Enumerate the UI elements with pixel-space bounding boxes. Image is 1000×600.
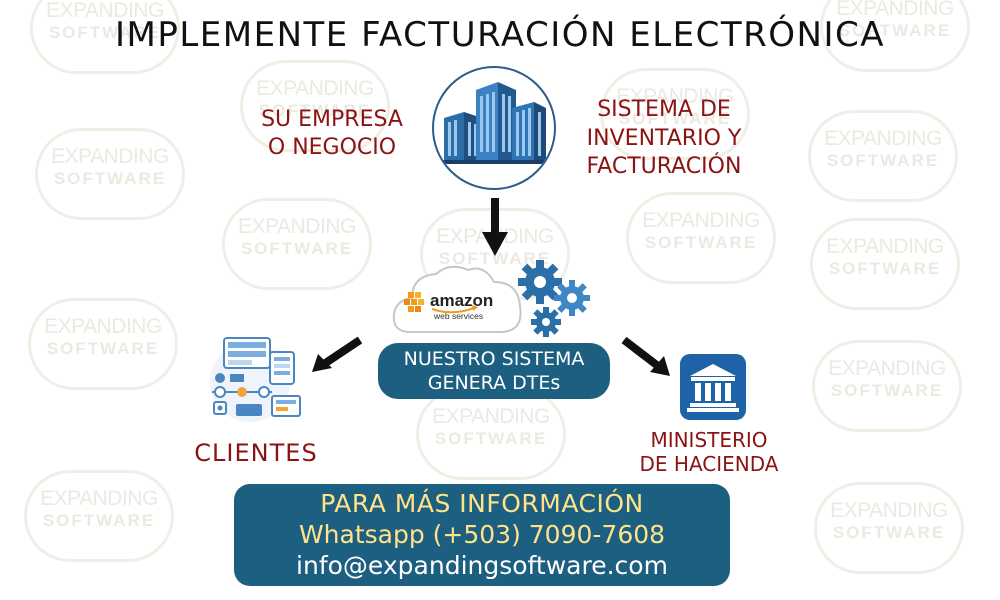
clients-label: CLIENTES <box>194 439 318 467</box>
gears-icon <box>518 260 590 337</box>
cloud-icon: amazon web services <box>392 265 522 333</box>
ministry-label: MINISTERIO DE HACIENDA <box>639 428 779 476</box>
info-heading: PARA MÁS INFORMACIÓN <box>320 489 644 518</box>
arrow-to-ministry-icon <box>621 336 670 376</box>
aws-brand-text: amazon <box>430 291 493 310</box>
arrow-to-clients-icon <box>312 336 363 372</box>
whatsapp-contact[interactable]: Whatsapp (+503) 7090-7608 <box>298 520 666 549</box>
system-label: SISTEMA DE INVENTARIO Y FACTURACIÓN <box>586 97 742 180</box>
bank-icon <box>680 354 746 420</box>
aws-cubes-icon <box>404 292 424 312</box>
arrow-down-icon <box>482 198 508 256</box>
company-label: SU EMPRESA O NEGOCIO <box>261 107 403 160</box>
building-icon <box>432 66 556 190</box>
core-system-badge: NUESTRO SISTEMA GENERA DTEs <box>378 343 610 399</box>
page-title: IMPLEMENTE FACTURACIÓN ELECTRÓNICA <box>114 15 886 55</box>
email-contact[interactable]: info@expandingsoftware.com <box>296 551 668 580</box>
aws-sub-text: web services <box>433 311 483 321</box>
contact-info-box: PARA MÁS INFORMACIÓN Whatsapp (+503) 709… <box>234 484 730 586</box>
clients-dashboard-icon <box>210 337 301 422</box>
